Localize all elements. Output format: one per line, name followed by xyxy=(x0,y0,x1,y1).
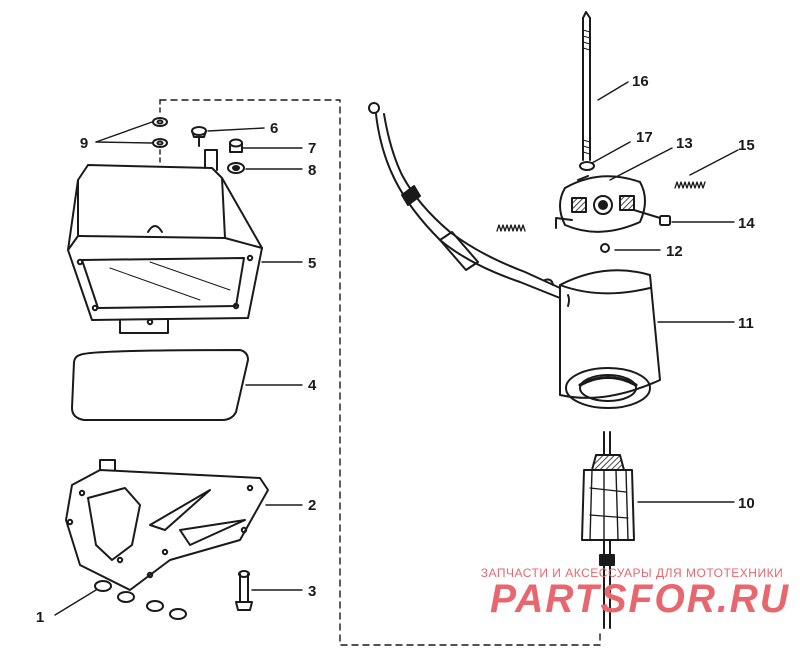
brush-plate-part-13 xyxy=(555,175,661,233)
base-plate-part-2 xyxy=(65,459,269,591)
callout-7: 7 xyxy=(308,140,316,157)
callout-1: 1 xyxy=(36,609,44,626)
watermark-brand: PARTSFOR.RU xyxy=(490,577,790,621)
callout-11: 11 xyxy=(738,315,754,332)
callout-9: 9 xyxy=(80,135,88,152)
callout-13: 13 xyxy=(676,135,693,152)
callout-8: 8 xyxy=(308,162,316,179)
callout-4: 4 xyxy=(308,377,317,394)
screw-part-6 xyxy=(191,126,207,147)
lock-washer-part-17 xyxy=(579,161,595,171)
callout-10: 10 xyxy=(738,495,755,512)
callout-14: 14 xyxy=(738,215,755,232)
through-bolt-part-16 xyxy=(582,11,591,161)
callout-17: 17 xyxy=(636,129,653,146)
o-rings-part-1 xyxy=(94,580,187,620)
callout-2: 2 xyxy=(308,497,316,514)
washer-part-8 xyxy=(227,162,245,174)
gasket-part-4 xyxy=(71,349,249,421)
watermark-tagline: ЗАПЧАСТИ И АКСЕССУАРЫ ДЛЯ МОТОТЕХНИКИ xyxy=(481,566,783,580)
callout-5: 5 xyxy=(308,255,316,272)
armature-part-10 xyxy=(581,431,635,629)
leader-lines xyxy=(54,81,739,616)
callout-3: 3 xyxy=(308,583,316,600)
bolt-part-3 xyxy=(235,570,253,611)
assembly-dashed-line xyxy=(159,99,601,646)
spring-left xyxy=(496,224,526,232)
callout-6: 6 xyxy=(270,120,278,137)
callout-12: 12 xyxy=(666,243,683,260)
ball-part-12 xyxy=(600,243,610,253)
watermark: ЗАПЧАСТИ И АКСЕССУАРЫ ДЛЯ МОТОТЕХНИКИ PA… xyxy=(481,566,790,621)
nut-part-7 xyxy=(229,138,243,153)
washer-part-9 xyxy=(152,117,168,148)
housing-cover-part-5 xyxy=(67,149,263,334)
callout-numbers: 1 2 3 4 5 6 7 8 9 10 11 12 13 14 15 16 1… xyxy=(36,73,756,626)
spring-part-15 xyxy=(674,181,706,189)
wire-harness xyxy=(368,102,561,299)
motor-housing-part-11 xyxy=(559,269,661,409)
terminal-part-14 xyxy=(659,215,671,226)
callout-16: 16 xyxy=(632,73,649,90)
callout-15: 15 xyxy=(738,137,755,154)
